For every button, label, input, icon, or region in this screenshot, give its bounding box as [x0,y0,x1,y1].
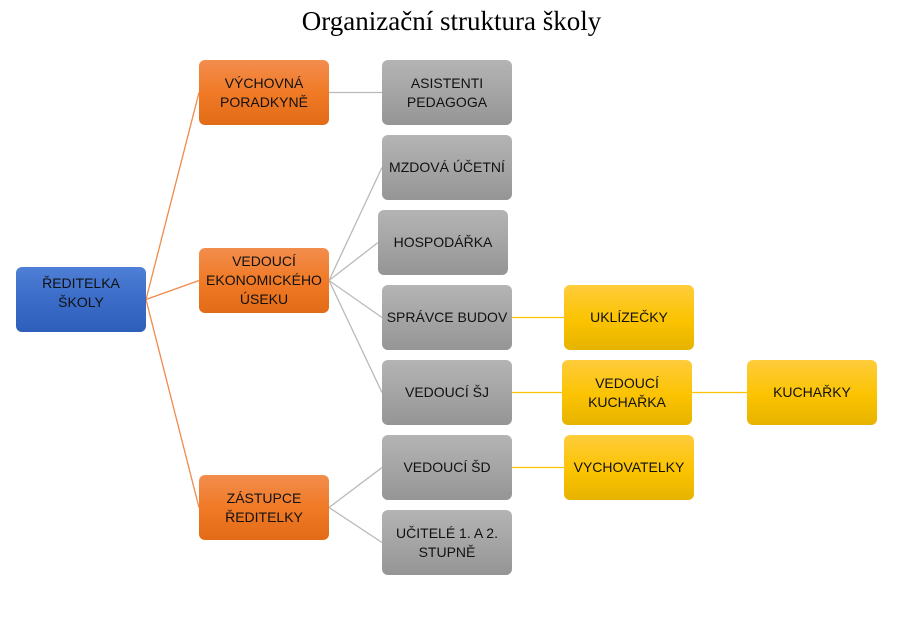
connector-vedouci_ekonomickeho_useku-to-hospodarka [328,241,379,282]
node-hospodarka[interactable]: HOSPODÁŘKA [378,210,508,275]
node-spravce-budov[interactable]: SPRÁVCE BUDOV [382,285,512,350]
diagram-title: Organizační struktura školy [301,6,602,36]
connector-zastupce_reditelky-to-ucitele [328,506,383,544]
node-asistenti-pedagoga[interactable]: ASISTENTI PEDAGOGA [382,60,512,125]
node-uklizecky[interactable]: UKLÍZEČKY [564,285,694,350]
node-ucitele[interactable]: UČITELÉ 1. A 2. STUPNĚ [382,510,512,575]
node-vychovna-poradkyne[interactable]: VÝCHOVNÁ PORADKYNĚ [199,60,329,125]
node-zastupce-reditelky[interactable]: ZÁSTUPCE ŘEDITELKY [199,475,329,540]
node-reditelka-skoly[interactable]: ŘEDITELKA ŠKOLY [16,267,146,332]
node-mzdova-ucetni[interactable]: MZDOVÁ ÚČETNÍ [382,135,512,200]
connector-root-to-zastupce_reditelky [145,299,200,508]
node-kucharky[interactable]: KUCHAŘKY [747,360,877,425]
connector-vedouci_ekonomickeho_useku-to-mzdova_ucetni [328,167,383,281]
connector-root-to-vedouci_ekonomickeho_useku [145,279,200,301]
connector-vedouci_ekonomickeho_useku-to-vedouci_sj [328,280,383,393]
connector-vedouci_ekonomickeho_useku-to-spravce_budov [328,279,383,319]
node-vedouci-sd[interactable]: VEDOUCÍ ŠD [382,435,512,500]
node-vedouci-ekonomickeho-useku[interactable]: VEDOUCÍ EKONOMICKÉHO ÚSEKU [199,248,329,313]
connector-root-to-vychovna_poradkyne [145,92,200,300]
node-vedouci-kucharka[interactable]: VEDOUCÍ KUCHAŘKA [562,360,692,425]
connector-zastupce_reditelky-to-vedouci_sd [328,466,383,509]
node-vychovatelky[interactable]: VYCHOVATELKY [564,435,694,500]
node-vedouci-sj[interactable]: VEDOUCÍ ŠJ [382,360,512,425]
